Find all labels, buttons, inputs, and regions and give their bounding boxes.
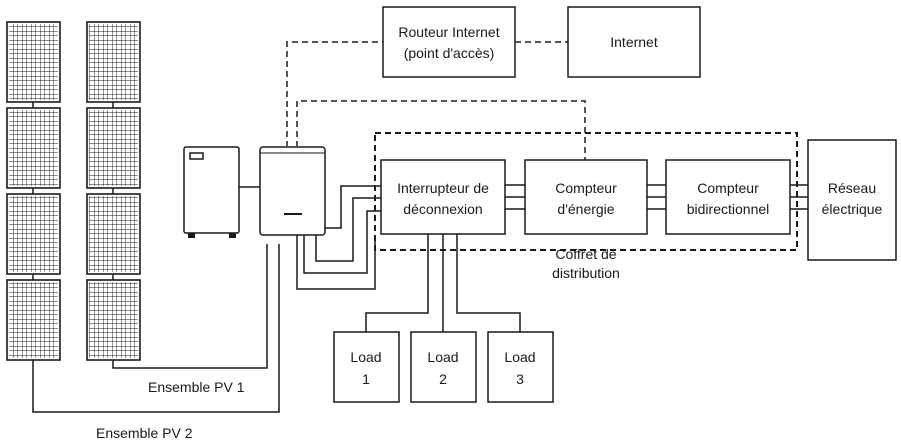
pv-array-2-label: Ensemble PV 2 — [96, 425, 193, 440]
internet-label: Internet — [610, 34, 658, 50]
distribution-box-label-1: Coffret de — [555, 246, 616, 262]
inverter-meter-link — [296, 100, 586, 160]
inverter-router-link — [286, 41, 383, 147]
inverter-ac-wire-3 — [303, 210, 381, 274]
load-2-label-2: 2 — [439, 371, 447, 387]
disconnect-label-1: Interrupteur de — [397, 180, 489, 196]
load-3-label-1: Load — [504, 349, 535, 365]
load-wiring — [365, 234, 521, 332]
load-1-label-2: 1 — [362, 371, 370, 387]
bidirectional-grid-wires — [790, 184, 808, 210]
bidirectional-meter-label-1: Compteur — [697, 180, 759, 196]
load-3-label-2: 3 — [516, 371, 524, 387]
grid-box — [807, 139, 897, 261]
inverter — [259, 146, 326, 236]
inverter-ac-wire-4 — [296, 235, 376, 290]
grid-label-2: électrique — [822, 201, 883, 217]
disconnect-meter-wires — [505, 184, 525, 210]
inverter-ac-wire-2 — [315, 197, 381, 262]
pv-array-1-label: Ensemble PV 1 — [148, 379, 245, 395]
pv-array-1 — [86, 21, 141, 361]
load-1-label-1: Load — [350, 349, 381, 365]
pv-array-2 — [6, 21, 61, 361]
meter-bidirectional-wires — [647, 184, 666, 210]
pv2-string-wire — [32, 244, 280, 413]
energy-meter-label-1: Compteur — [555, 180, 617, 196]
energy-meter-box — [524, 159, 648, 235]
router-label-2: (point d'accès) — [404, 45, 495, 61]
distribution-box — [374, 132, 798, 251]
grid-label-1: Réseau — [828, 180, 876, 196]
load-2-label-1: Load — [427, 349, 458, 365]
load-3-box — [487, 331, 554, 403]
inverter-ac-wire-1 — [325, 185, 381, 229]
distribution-box-label-2: distribution — [552, 265, 620, 281]
disconnect-label-2: déconnexion — [403, 201, 482, 217]
load-1-box — [333, 331, 400, 403]
bidirectional-meter-label-2: bidirectionnel — [687, 201, 770, 217]
router-label-1: Routeur Internet — [398, 24, 499, 40]
router-box — [382, 6, 516, 78]
bidirectional-meter-box — [665, 159, 791, 235]
disconnect-switch-box — [380, 159, 506, 235]
pv1-string-wire — [112, 244, 268, 369]
internet-box — [567, 6, 701, 78]
energy-meter-label-2: d'énergie — [557, 201, 614, 217]
battery-unit — [183, 146, 240, 238]
load-2-box — [410, 331, 477, 403]
